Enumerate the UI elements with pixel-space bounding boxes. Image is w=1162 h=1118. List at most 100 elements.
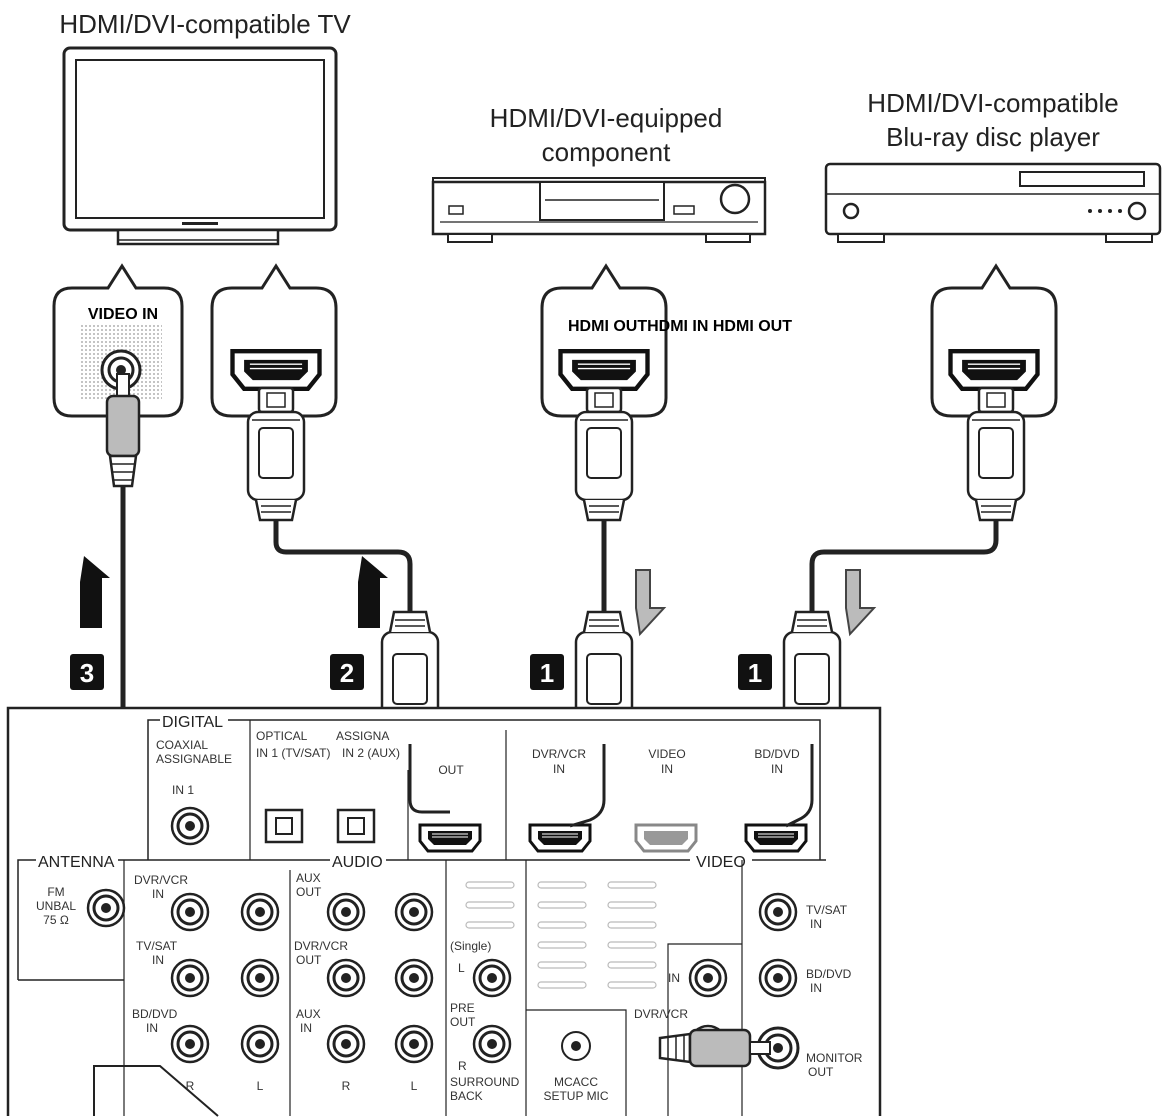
arrow-down-icon [845,569,875,635]
hdmi-callout-labels: HDMI OUTHDMI IN HDMI OUT [568,318,792,335]
pre-out-label-2: OUT [450,1015,476,1029]
audio-tvsat-label-1: TV/SAT [136,939,178,953]
video-bd-dvd-jack [758,958,798,998]
audio-jack [394,892,434,932]
hdmi-video-label-2: IN [661,762,673,776]
bluray-hdmi-callout [930,263,1058,418]
optical-jack-2 [336,808,376,844]
audio-jack [326,958,366,998]
monitor-out-label-1: MONITOR [806,1051,863,1065]
coaxial-label-2: ASSIGNABLE [156,752,232,766]
audio-jack [170,958,210,998]
video-dvr-in-jack [688,958,728,998]
tv-hdmi-callout [210,263,338,418]
audio-jack [394,958,434,998]
audio-label: AUDIO [332,854,383,871]
fm-label-3: 75 Ω [43,913,69,927]
hdmi-cable-bluray [809,520,999,612]
dvr-illustration [431,177,767,243]
pre-out-label-1: PRE [450,1001,475,1015]
bluray-title-line2: Blu-ray disc player [886,122,1100,152]
fm-antenna-jack [86,888,126,928]
arrow-down-icon [635,569,665,635]
audio-jack [240,892,280,932]
col-l1-label: L [257,1079,264,1093]
aux-out-label-1: AUX [296,871,321,885]
assign-label-1: ASSIGNA [336,729,389,743]
mcacc-label-1: MCACC [554,1075,598,1089]
audio-tvsat-label-2: IN [152,953,164,967]
aux-in-label-1: AUX [296,1007,321,1021]
coax-in-label: IN 1 [172,783,194,797]
dvr-out-label-1: DVR/VCR [294,939,348,953]
audio-jack [170,1024,210,1064]
dvr-out-label-2: OUT [296,953,322,967]
video-tvsat-label-2: IN [810,917,822,931]
hdmi-dvr-label-1: DVR/VCR [532,747,586,761]
monitor-out-jack [756,1026,800,1070]
surround-label-1: SURROUND [450,1075,520,1089]
step-badge-2: 2 [330,654,364,690]
optical-label-1: OPTICAL [256,729,308,743]
audio-dvr-label-2: IN [152,887,164,901]
receiver-rear-panel [6,706,882,1117]
col-l2-label: L [411,1079,418,1093]
hdmi-bd-in-port [744,823,808,853]
audio-jack [326,892,366,932]
audio-bd-label-1: BD/DVD [132,1007,178,1021]
hdmi-cable-tv [273,520,413,612]
rca-plug-receiver [658,1028,771,1068]
optical-label-2: IN 1 (TV/SAT) [256,746,330,760]
single-label: (Single) [450,939,491,953]
hdmi-video-in-port [634,823,698,853]
audio-jack [170,892,210,932]
svg-text:1: 1 [748,658,762,688]
aux-out-label-2: OUT [296,885,322,899]
rca-plug-tv [105,373,141,488]
svg-text:2: 2 [340,658,354,688]
component-title-line1: HDMI/DVI-equipped [490,103,723,133]
video-tvsat-label-1: TV/SAT [806,903,848,917]
hdmi-out-label: OUT [438,763,464,777]
tv-title: HDMI/DVI-compatible TV [59,9,351,39]
mcacc-label-2: SETUP MIC [543,1089,608,1103]
hdmi-video-label-1: VIDEO [648,747,685,761]
tv-illustration [62,46,338,246]
pre-l-label: L [458,961,465,975]
video-bd-label-2: IN [810,981,822,995]
digital-label: DIGITAL [162,714,223,731]
svg-text:3: 3 [80,658,94,688]
component-hdmi-callout [540,263,668,418]
coaxial-label-1: COAXIAL [156,738,208,752]
monitor-out-label-2: OUT [808,1065,834,1079]
assign-label-2: IN 2 (AUX) [342,746,400,760]
svg-text:1: 1 [540,658,554,688]
step-badge-1-bluray: 1 [738,654,772,690]
arrow-up-icon [358,556,388,628]
video-tv-sat-jack [758,892,798,932]
bluray-illustration [824,162,1162,243]
pre-out-r-jack [472,1024,512,1064]
hdmi-dvr-in-port [528,823,592,853]
pre-out-l-jack [472,958,512,998]
step-badge-1-component: 1 [530,654,564,690]
antenna-label: ANTENNA [38,854,115,871]
audio-jack [240,958,280,998]
surround-label-2: BACK [450,1089,483,1103]
video-dvr-label: DVR/VCR [634,1007,688,1021]
component-title-line2: component [542,137,671,167]
coaxial-jack [170,806,210,846]
audio-jack [326,1024,366,1064]
video-dvr-in-label: IN [668,971,680,985]
fm-label-2: UNBAL [36,899,76,913]
audio-jack [240,1024,280,1064]
hdmi-bd-label-1: BD/DVD [754,747,800,761]
bluray-title-line1: HDMI/DVI-compatible [867,88,1118,118]
audio-bd-label-2: IN [146,1021,158,1035]
video-bd-label-1: BD/DVD [806,967,852,981]
fm-label-1: FM [47,885,64,899]
optical-jack-1 [264,808,304,844]
hdmi-dvr-label-2: IN [553,762,565,776]
col-r1-label: R [186,1079,195,1093]
